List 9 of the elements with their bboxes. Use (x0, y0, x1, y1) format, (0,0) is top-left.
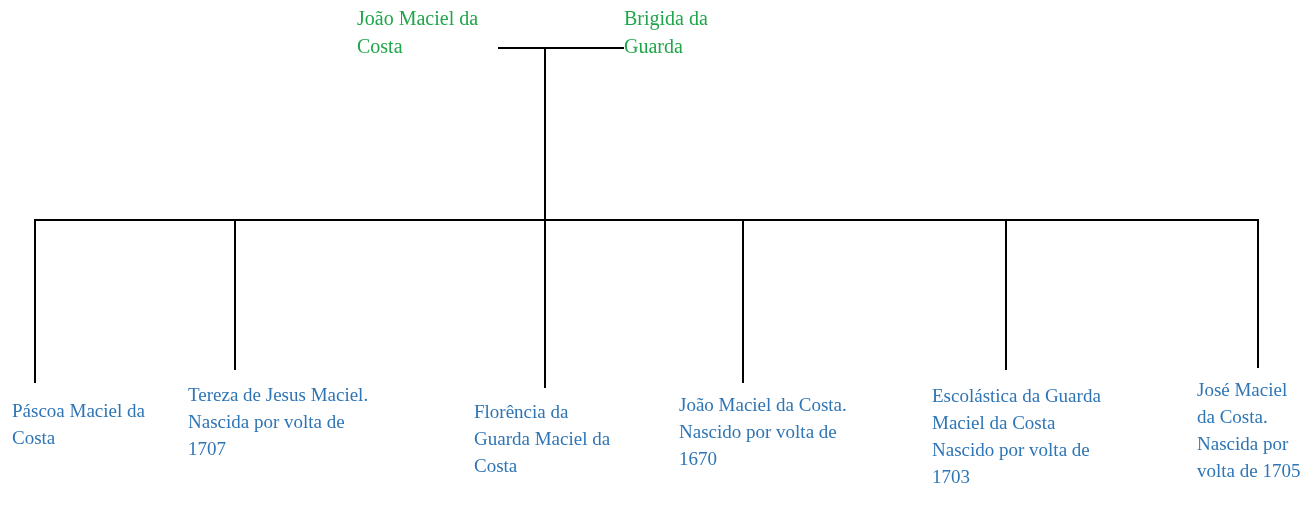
child-name: Páscoa Maciel da Costa (12, 399, 146, 450)
family-line (497, 47, 1259, 369)
child-name: Florência da Guarda Maciel da Costa (474, 400, 612, 478)
child-name: Tereza de Jesus Maciel. Nascida por volta de 1707 (188, 383, 370, 461)
child-name: João Maciel da Costa. Nascido por volta de 1670 (679, 393, 848, 471)
child-name: Escolástica da Guarda Maciel da Costa Nascido por volta de 1703 (932, 384, 1102, 489)
parent-name: Brigida da Guarda (624, 6, 709, 59)
child-name: José Maciel da Costa. Nascida por volta de 1705 (1197, 378, 1302, 483)
parent-name: João Maciel da Costa (357, 6, 480, 59)
